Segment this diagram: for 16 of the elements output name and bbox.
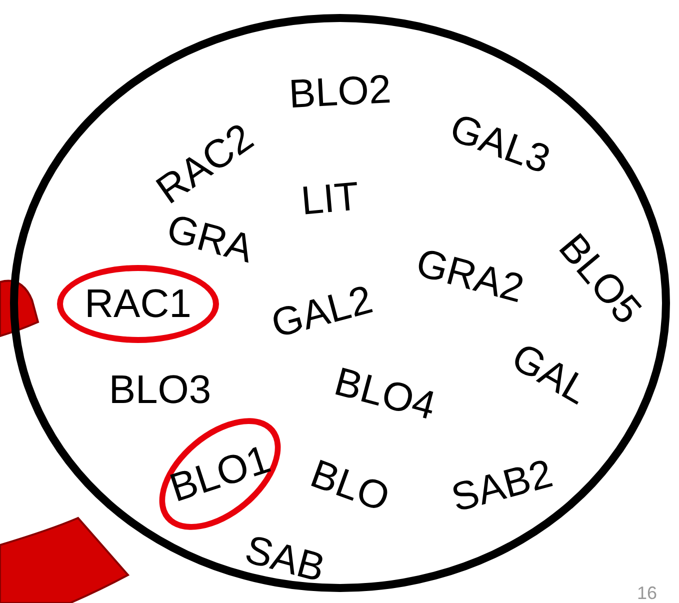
word-label: BLO2 <box>288 69 392 115</box>
page-number: 16 <box>636 584 657 602</box>
word-label: GAL3 <box>445 108 555 180</box>
highlight-ellipse <box>57 265 219 343</box>
word-label: SAB2 <box>447 453 557 519</box>
word-label: GRA2 <box>412 242 528 310</box>
word-label: BLO <box>306 454 394 518</box>
word-label: GAL <box>505 336 595 412</box>
word-label: BLO1 <box>165 439 275 509</box>
word-label: BLO4 <box>330 361 440 427</box>
word-label: GAL2 <box>267 279 377 345</box>
word-label: GRA <box>162 208 258 270</box>
word-label: LIT <box>299 176 361 222</box>
word-label: BLO3 <box>108 370 212 410</box>
word-label: RAC1 <box>84 284 192 324</box>
word-label: SAB <box>241 529 329 589</box>
